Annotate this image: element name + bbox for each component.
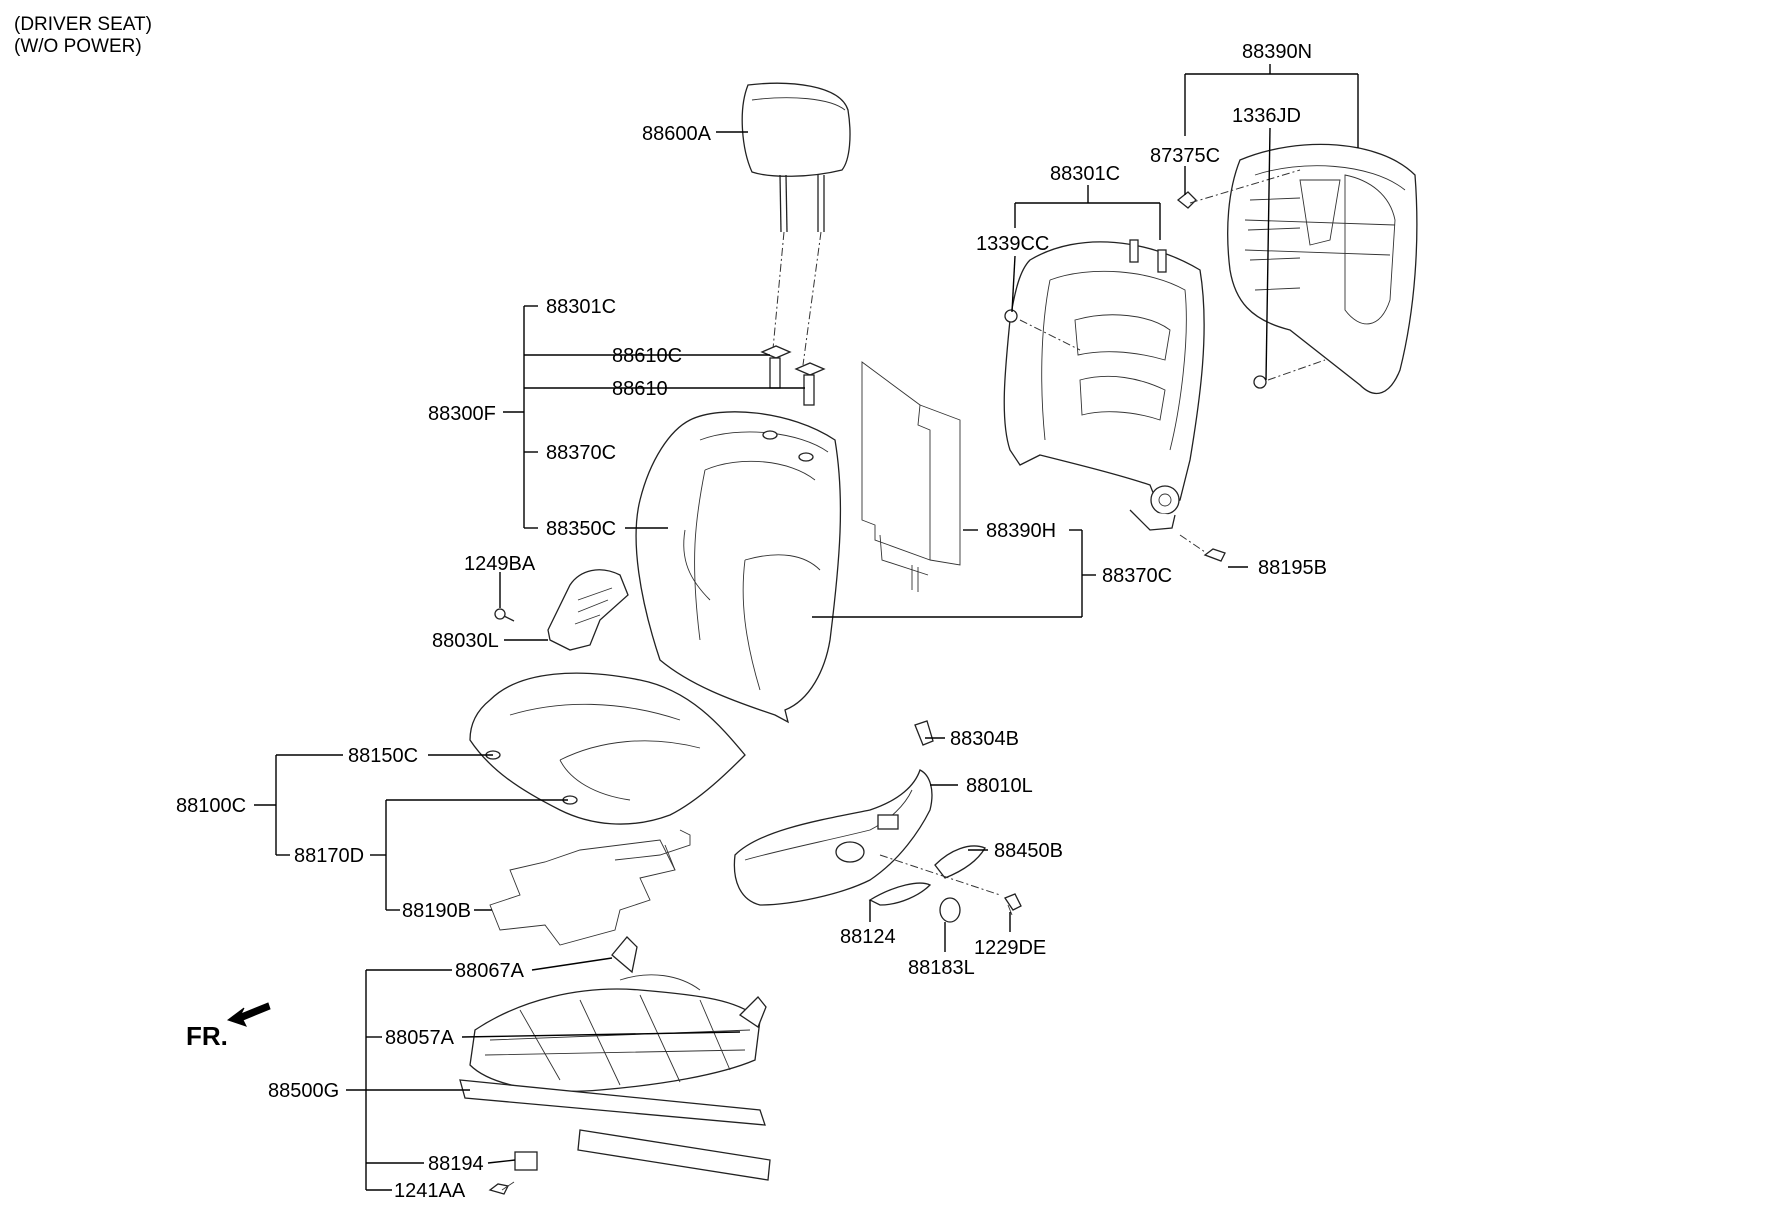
label-88304B: 88304B: [950, 728, 1019, 750]
label-88301C-top: 88301C: [1050, 163, 1120, 185]
part-labels: 88390N 1336JD 87375C 88301C 1339CC 88600…: [176, 41, 1327, 1202]
cushion-heater-pad: [489, 829, 691, 946]
label-88030L: 88030L: [432, 630, 499, 652]
front-label: FR.: [186, 1021, 228, 1051]
label-1229DE: 1229DE: [974, 937, 1046, 959]
small-parts-bottom: [488, 1151, 538, 1195]
label-88124: 88124: [840, 926, 896, 948]
headrest-guides: [760, 345, 826, 406]
label-88370C-right: 88370C: [1102, 565, 1172, 587]
back-heater-pad: [861, 361, 961, 592]
label-88010L: 88010L: [966, 775, 1033, 797]
header-driver-seat: (DRIVER SEAT): [14, 14, 152, 35]
label-1249BA: 1249BA: [464, 553, 536, 575]
label-88301C: 88301C: [546, 296, 616, 318]
label-88100C: 88100C: [176, 795, 246, 817]
label-88350C: 88350C: [546, 518, 616, 540]
seat-back-board: [1227, 143, 1418, 395]
label-88300F: 88300F: [428, 403, 496, 425]
headrest-illustration: [741, 82, 851, 371]
label-88600A: 88600A: [642, 123, 712, 145]
label-87375C: 87375C: [1150, 145, 1220, 167]
seat-track-assembly: [459, 936, 771, 1181]
leader-lines: [254, 64, 1359, 1191]
label-88390N: 88390N: [1242, 41, 1312, 63]
label-1336JD: 1336JD: [1232, 105, 1301, 127]
header-without-power: (W/O POWER): [14, 36, 142, 57]
lever-parts: [868, 845, 1022, 923]
label-1339CC: 1339CC: [976, 233, 1049, 255]
label-88190B: 88190B: [402, 900, 471, 922]
seat-back-cushion: [635, 411, 842, 724]
label-88057A: 88057A: [385, 1027, 455, 1049]
label-1241AA: 1241AA: [394, 1180, 466, 1202]
side-cover-left: [494, 569, 629, 651]
label-88610C: 88610C: [612, 345, 682, 367]
label-88370C: 88370C: [546, 442, 616, 464]
label-88170D: 88170D: [294, 845, 364, 867]
seat-back-frame: [1003, 239, 1205, 531]
side-cover-right: [733, 720, 934, 906]
label-88194: 88194: [428, 1153, 484, 1175]
seat-cushion: [469, 672, 746, 825]
label-88450B: 88450B: [994, 840, 1063, 862]
label-88195B: 88195B: [1258, 557, 1327, 579]
label-88183L: 88183L: [908, 957, 975, 979]
label-88390H: 88390H: [986, 520, 1056, 542]
label-88610: 88610: [612, 378, 668, 400]
label-88150C: 88150C: [348, 745, 418, 767]
label-88500G: 88500G: [268, 1080, 339, 1102]
front-arrow-icon: [226, 1002, 271, 1027]
front-direction-indicator: FR.: [186, 1002, 271, 1051]
label-88067A: 88067A: [455, 960, 525, 982]
